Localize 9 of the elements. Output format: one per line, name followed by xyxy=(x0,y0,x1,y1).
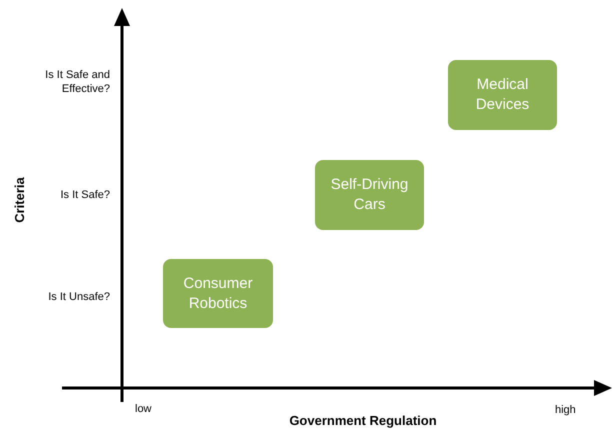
axis-title: Criteria xyxy=(13,176,27,225)
axis-title: Government Regulation xyxy=(288,414,438,428)
axis-tick-label: Is It Safe and Effective? xyxy=(44,68,110,96)
category-box: Self-Driving Cars xyxy=(315,160,424,230)
category-box: Consumer Robotics xyxy=(163,259,273,328)
category-box: Medical Devices xyxy=(448,60,557,130)
axis-end-label: low xyxy=(135,402,153,416)
axis-tick-label: Is It Unsafe? xyxy=(47,290,110,304)
axis-end-label: high xyxy=(555,403,577,417)
